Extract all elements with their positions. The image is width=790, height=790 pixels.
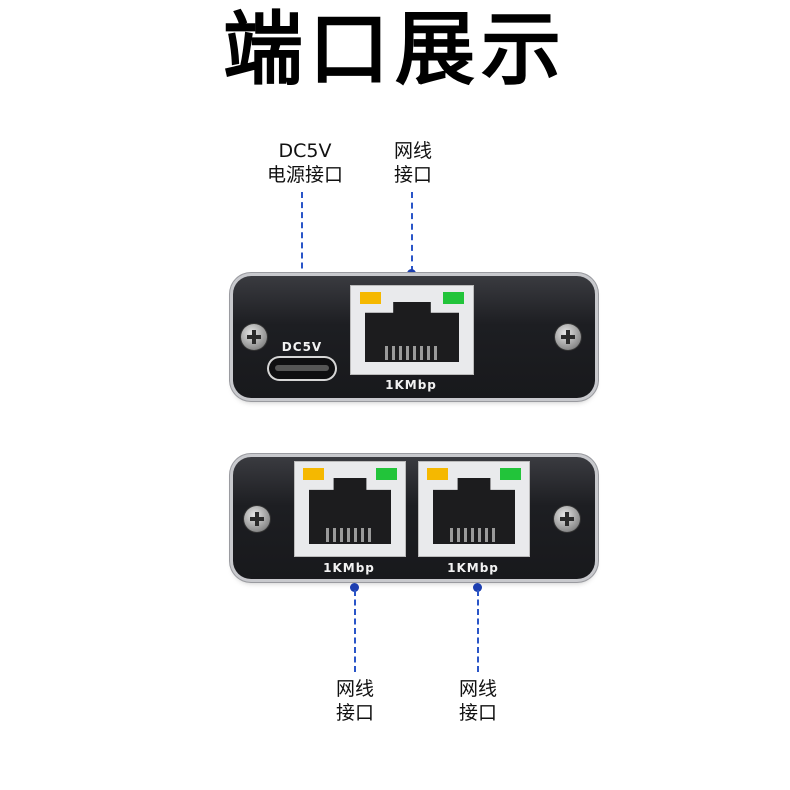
- rj45-port-2[interactable]: [418, 461, 530, 557]
- lan-callout-top-line1: 网线: [393, 140, 432, 162]
- top-port-speed: 1KMbp: [385, 378, 437, 392]
- lan-callout-2-dot: [473, 583, 482, 592]
- lan-callout-2-line2: 接口: [458, 702, 497, 724]
- led-green-icon: [443, 292, 464, 304]
- lan-callout-top-line: [411, 192, 413, 272]
- lan-callout-top-line2: 接口: [393, 164, 432, 186]
- rj45-pins: [449, 528, 499, 542]
- dc-power-callout: DC5V 电源接口: [245, 139, 365, 187]
- screw-right-icon: [554, 506, 580, 532]
- rj45-port-1[interactable]: [294, 461, 406, 557]
- screw-left-icon: [244, 506, 270, 532]
- lan-callout-1-line2: 接口: [335, 702, 374, 724]
- bottom-device-panel: 1KMbp 1KMbp: [233, 457, 595, 579]
- dc-callout-line2: 电源接口: [266, 164, 343, 186]
- page-title: 端口展示: [223, 3, 567, 96]
- led-yellow-icon: [360, 292, 381, 304]
- screw-right-icon: [555, 324, 581, 350]
- lan-callout-top: 网线 接口: [363, 139, 463, 187]
- led-green-icon: [500, 468, 521, 480]
- rj45-pins: [385, 346, 439, 360]
- dc-callout-line1: DC5V: [278, 140, 332, 162]
- rj45-pins: [325, 528, 375, 542]
- screw-left-icon: [241, 324, 267, 350]
- rj45-port-top[interactable]: [350, 285, 474, 375]
- dc-port-label: DC5V: [281, 340, 323, 354]
- port1-speed: 1KMbp: [323, 561, 375, 575]
- led-yellow-icon: [303, 468, 324, 480]
- lan-callout-2: 网线 接口: [428, 677, 528, 725]
- lan-callout-2-line1: 网线: [458, 678, 497, 700]
- lan-callout-1: 网线 接口: [305, 677, 405, 725]
- lan-callout-1-dot: [350, 583, 359, 592]
- usb-c-port[interactable]: [267, 356, 337, 381]
- lan-callout-1-line1: 网线: [335, 678, 374, 700]
- top-device-panel: DC5V 1KMbp: [233, 276, 595, 398]
- port2-speed: 1KMbp: [447, 561, 499, 575]
- led-green-icon: [376, 468, 397, 480]
- lan-callout-top-dot: [407, 269, 416, 278]
- led-yellow-icon: [427, 468, 448, 480]
- dc-callout-line: [301, 192, 303, 329]
- lan-callout-2-line: [477, 590, 479, 672]
- lan-callout-1-line: [354, 590, 356, 672]
